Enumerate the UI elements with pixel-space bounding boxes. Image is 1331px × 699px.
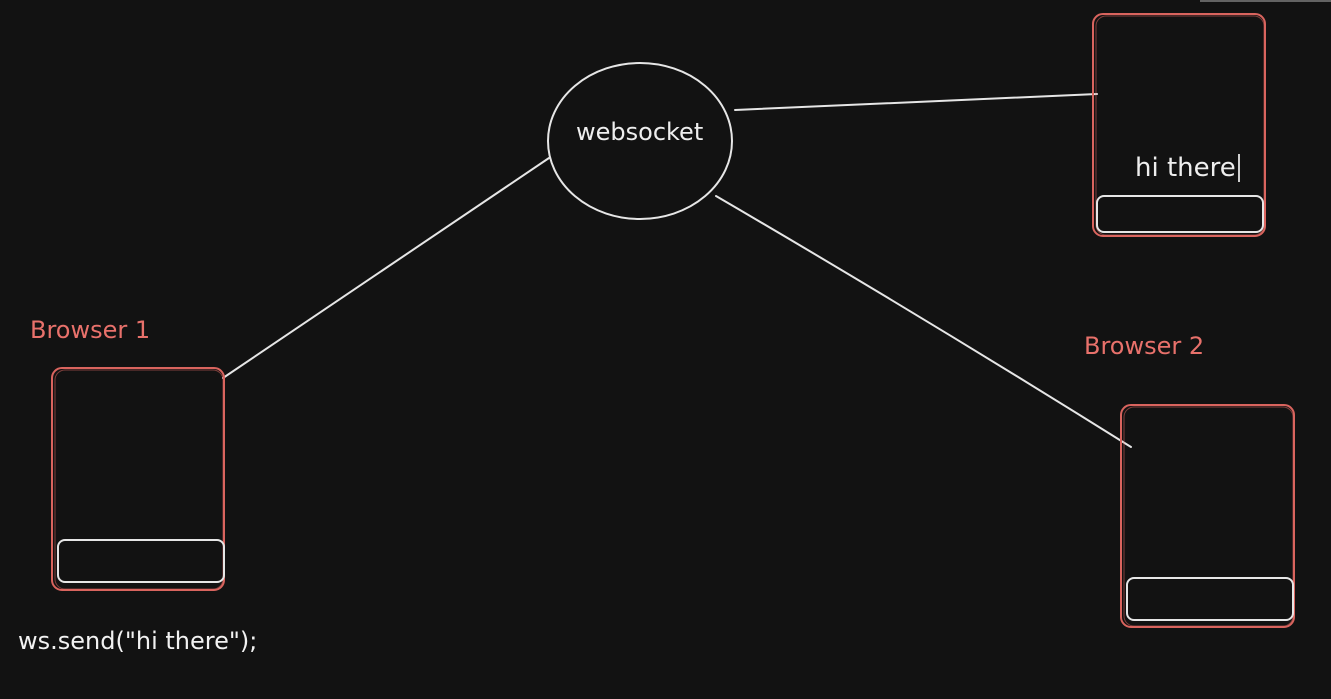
- browser-1-label: Browser 1: [30, 316, 151, 344]
- browser-1-input-box: [57, 539, 225, 583]
- browser-2-window: [1120, 404, 1295, 628]
- received-message-text: hi there: [1135, 153, 1236, 183]
- browser-2-frame-inner: [1123, 406, 1294, 627]
- code-snippet: ws.send("hi there");: [18, 627, 258, 655]
- websocket-label: websocket: [576, 118, 704, 146]
- connector-hub-to-browser-1: [222, 157, 550, 379]
- browser-1-frame-inner: [54, 369, 224, 590]
- websocket-hub: [547, 62, 733, 220]
- receiver-window-frame-inner: [1095, 15, 1265, 236]
- browser-2-input-box: [1126, 577, 1294, 621]
- text-cursor: [1238, 154, 1240, 182]
- browser-2-frame: [1120, 404, 1295, 628]
- connector-hub-to-browser-2: [715, 195, 1132, 448]
- browser-1-frame: [51, 367, 225, 591]
- receiver-window: [1092, 13, 1266, 237]
- browser-2-label: Browser 2: [1084, 332, 1205, 360]
- browser-1-window: [51, 367, 225, 591]
- receiver-input-box: [1096, 195, 1264, 233]
- receiver-window-frame: [1092, 13, 1266, 237]
- connector-hub-to-receiver-window: [734, 93, 1098, 111]
